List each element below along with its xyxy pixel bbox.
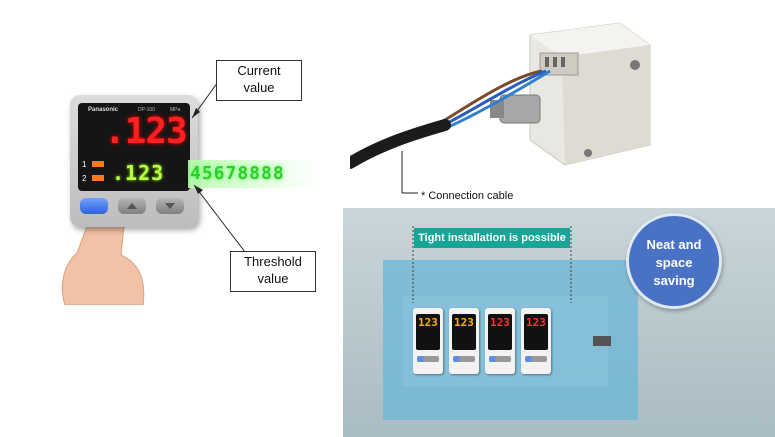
brand-label: Panasonic — [88, 107, 119, 113]
connection-cable-label: * Connection cable — [421, 190, 514, 202]
mini-display: 123 — [526, 316, 546, 329]
up-button[interactable] — [118, 198, 146, 214]
mini-display: 123 — [418, 316, 438, 329]
mini-display: 123 — [490, 316, 510, 329]
sensor-display-panel: Panasonic DP-100 MPa .123 1 2 .123 — [78, 103, 190, 191]
callout-line: value — [243, 80, 275, 95]
down-button[interactable] — [156, 198, 184, 214]
output1-led-icon — [92, 161, 104, 167]
tight-installation-banner: Tight installation is possible — [414, 228, 570, 248]
badge-line: Neat and — [646, 237, 702, 252]
threshold-digit-trail: 45678888 — [188, 160, 320, 188]
mini-sensor: 123 — [485, 308, 515, 374]
down-arrow-icon — [165, 203, 175, 209]
mini-sensor: 123 — [521, 308, 551, 374]
mini-sensor: 123 — [449, 308, 479, 374]
badge-line: saving — [653, 273, 695, 288]
callout-line: Threshold — [244, 254, 302, 269]
callout-line: value — [257, 271, 289, 286]
up-arrow-icon — [127, 203, 137, 209]
mode-button[interactable] — [80, 198, 108, 214]
badge-line: space — [655, 255, 693, 270]
mini-display: 123 — [454, 316, 474, 329]
threshold-value-callout: Threshold value — [230, 251, 316, 292]
output1-label: 1 — [82, 160, 87, 169]
callout-line: Current — [237, 63, 281, 78]
neat-space-saving-badge: Neat and space saving — [626, 213, 722, 309]
current-value-callout: Current value — [216, 60, 302, 101]
mini-sensor: 123 — [413, 308, 443, 374]
pressure-sensor-front: Panasonic DP-100 MPa .123 1 2 .123 — [70, 95, 198, 227]
output2-led-icon — [92, 175, 104, 181]
output2-label: 2 — [82, 174, 87, 183]
sensor-back-image — [350, 22, 651, 194]
unit-label: MPa — [170, 107, 181, 113]
current-value-display: .123 — [104, 111, 188, 152]
threshold-value-display: .123 — [112, 161, 165, 185]
model-label: DP-100 — [138, 107, 155, 113]
